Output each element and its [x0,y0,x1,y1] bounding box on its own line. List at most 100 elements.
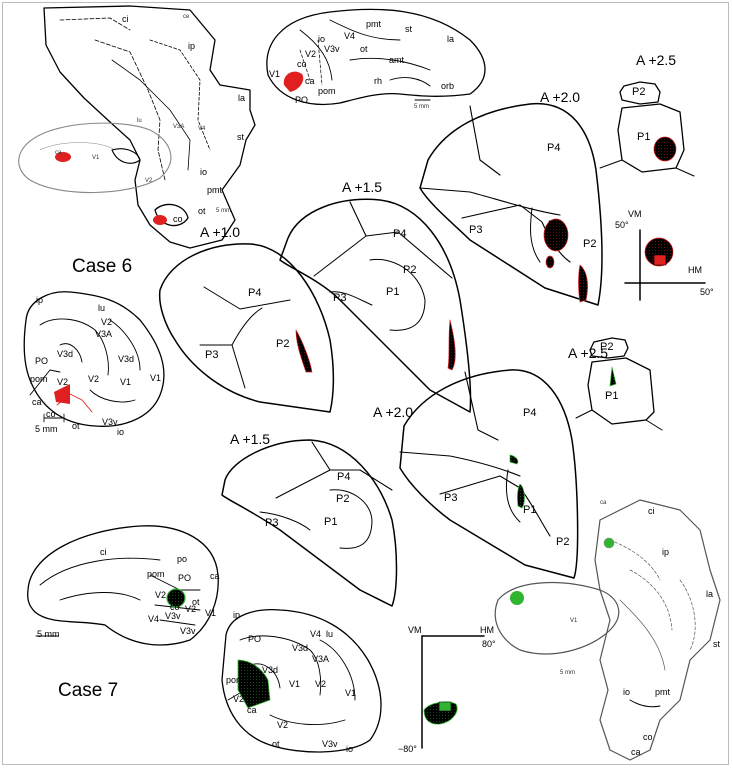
flatmap7-label: pmt [655,688,670,697]
case7-field-hm: HM [480,626,494,635]
flatmap6-label: ca [55,150,61,156]
coronal7-label: V2 [315,680,326,689]
coronal6-label: V3v [102,418,118,427]
coronal6-label: V1 [120,378,131,387]
flatmap7-label: ca [600,500,606,506]
g-a20-p2: P2 [556,537,569,548]
case7-field-vm-value: −80° [398,745,417,754]
section-label-g-a20: A +2.0 [373,405,413,419]
coronal7-label: V3v [322,740,338,749]
medial7-label: V2 [155,591,166,600]
coronal7-label: V2 [233,695,244,704]
coronal7-label: io [346,745,353,754]
coronal7-label: V3d [292,644,308,653]
coronal6-label: V2 [57,378,68,387]
lateral-label: ot [360,45,368,54]
case6-field-vm-value: 50° [615,221,629,230]
medial7-label: po [177,555,187,564]
lateral-scale: 5 mm [414,104,429,110]
r-a20-p3: P3 [469,225,482,236]
flatmap6-label: ot [198,207,206,216]
flatmap7-label: V1 [570,618,577,624]
medial7-label: V3v [180,627,196,636]
r-a25-p1: P1 [637,132,650,143]
r-a10-p2: P2 [276,339,289,350]
lateral-label: amt [389,56,404,65]
coronal7-label: V3d [262,666,278,675]
section-label-r-a25: A +2.5 [636,53,676,67]
case7-field-plot [422,636,484,748]
case7-injection-flatmap-ca [510,591,524,605]
case6-field-hm-value: 50° [700,288,714,297]
r-a25-p2: P2 [632,87,645,98]
g-a20-p1: P1 [523,505,536,516]
flatmap7-label: ip [662,548,669,557]
medial7-label: ca [210,572,220,581]
coronal7-label: V2 [277,721,288,730]
case6-section-a15 [280,199,471,412]
medial7-label: pom [147,570,165,579]
g-a25-p1: P1 [605,391,618,402]
flatmap7-label: st [713,640,720,649]
medial7-label: V1 [205,609,216,618]
flatmap6-label: pmt [207,186,222,195]
coronal6-label: ot [72,422,80,431]
medial7-label: V3v [165,612,181,621]
coronal6-label: V1 [150,374,161,383]
r-a15-p4: P4 [393,229,406,240]
flatmap6-label: ip [188,42,195,51]
lateral-label: V2 [305,50,316,59]
lateral-label: pom [318,87,336,96]
lateral-label: V1 [269,70,280,79]
flatmap7-label: ca [631,748,641,757]
r-a15-p2: P2 [403,265,416,276]
flatmap6-label: V4 [198,126,205,132]
g-a15-p1: P1 [324,517,337,528]
flatmap7-label: io [623,688,630,697]
g-a25-p2: P2 [600,342,613,353]
flatmap6-label: st [237,133,244,142]
coronal7-label: V3A [312,655,329,664]
coronal7-label: PO [248,635,261,644]
coronal7-label: V1 [289,680,300,689]
coronal6-label: lu [98,304,105,313]
coronal6-scale: 5 mm [35,425,58,434]
flatmap7-label: ci [648,507,655,516]
case6-section-a20 [420,104,602,305]
flatmap6-label: io [200,168,207,177]
flatmap6-scale: 5 mm [216,208,231,214]
flatmap6-label: V1 [92,155,99,161]
case6-injection-flatmap-v2 [153,215,167,225]
lateral-label: ca [305,77,315,86]
r-a15-p3: P3 [333,293,346,304]
g-a15-p4: P4 [337,472,350,483]
coronal7-label: V4 [310,630,321,639]
case7-injection-flatmap-ip [604,538,614,548]
r-a15-p1: P1 [386,287,399,298]
flatmap6-label: V3A [173,124,184,130]
medial7-label: co [170,603,180,612]
g-a15-p2: P2 [336,494,349,505]
case6-field-hm: HM [688,266,702,275]
coronal6-label: V3A [95,330,112,339]
case6-title: Case 6 [72,257,132,276]
lateral-label: io [318,35,325,44]
case6-injection-lateral [284,72,303,92]
section-label-r-a15: A +1.5 [342,180,382,194]
coronal7-label: lu [326,630,333,639]
case7-section-a15 [222,440,397,606]
r-a10-p4: P4 [248,288,261,299]
coronal7-label: ca [247,706,257,715]
lateral-label: rh [374,77,382,86]
r-a20-p1: P1 [548,220,561,231]
g-a20-p3: P3 [444,493,457,504]
coronal6-label: co [46,410,56,419]
case6-section-a25 [600,82,694,176]
coronal6-label: PO [35,357,48,366]
flatmap6-label: V2 [145,178,152,184]
flatmap6-label: co [173,215,183,224]
g-a20-p4: P4 [523,408,536,419]
section-label-r-a20: A +2.0 [540,90,580,104]
